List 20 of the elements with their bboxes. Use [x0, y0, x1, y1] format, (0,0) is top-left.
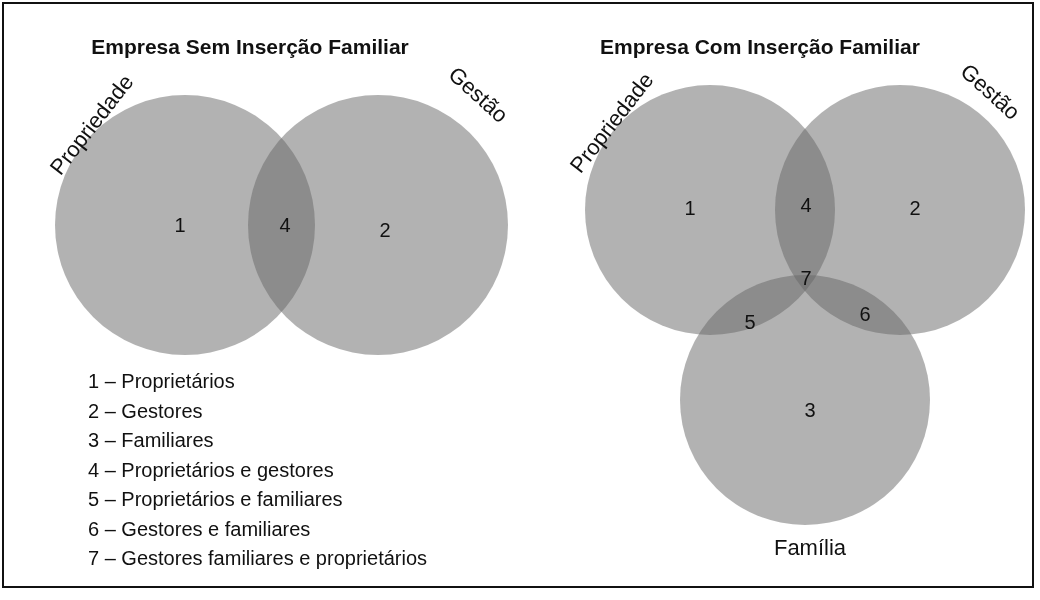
region-number: 2 [379, 218, 391, 242]
key-entry: 7 – Gestores familiares e proprietários [88, 547, 428, 570]
region-number: 5 [744, 310, 756, 334]
key-entry: 5 – Proprietários e familiares [88, 488, 343, 511]
region-number: 4 [800, 193, 812, 217]
key-entry: 1 – Proprietários [88, 370, 235, 393]
region-number: 3 [804, 398, 816, 422]
region-number: 2 [909, 196, 921, 220]
region-number: 1 [684, 196, 696, 220]
region-number: 6 [859, 302, 871, 326]
key-entry: 4 – Proprietários e gestores [88, 458, 334, 482]
key-entry: 3 – Familiares [88, 429, 214, 452]
diagram-heading: Empresa Sem Inserção Familiar [91, 35, 409, 59]
region-number: 4 [279, 213, 291, 237]
diagram-heading: Empresa Com Inserção Familiar [600, 35, 920, 59]
region-number: 1 [174, 213, 186, 237]
region-number: 7 [800, 266, 812, 290]
circle-label: Família [773, 535, 847, 561]
key-entry: 6 – Gestores e familiares [88, 517, 311, 541]
key-entry: 2 – Gestores [88, 399, 203, 423]
